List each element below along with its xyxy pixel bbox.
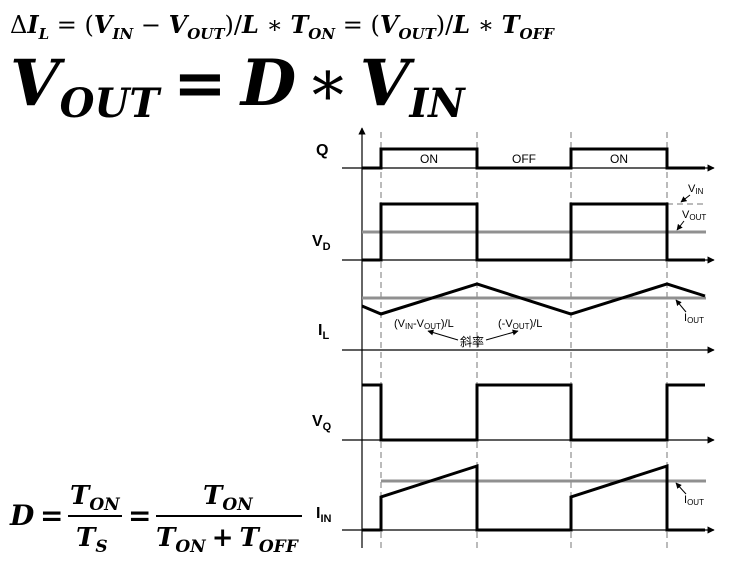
iin-waveform <box>362 463 705 532</box>
delta-il-equation: ΔIL = (VIN − VOUT)/L ∗ TON = (VOUT)/L ∗ … <box>10 10 555 43</box>
vd-waveform <box>362 202 705 262</box>
q-on-label-1: ON <box>420 152 438 166</box>
il-slope-arrow-left <box>427 329 459 341</box>
vd-label: VD <box>312 233 331 253</box>
il-slope-up-label: (VIN-VOUT)/L <box>394 318 454 331</box>
il-slope-down-label: (-VOUT)/L <box>498 318 542 331</box>
vd-vout-annotation: VOUT <box>682 209 706 222</box>
duty-den2: TON+TOFF <box>156 523 300 557</box>
duty-d: D <box>9 499 35 532</box>
iin-iout-annotation: IOUT <box>684 494 704 507</box>
il-iout-arrow <box>675 299 687 313</box>
vd-vin-arrow <box>680 194 691 203</box>
q-off-label: OFF <box>512 152 536 166</box>
il-waveform <box>361 282 706 316</box>
duty-eq2: = <box>128 499 151 532</box>
q-waveform <box>362 147 705 170</box>
vq-waveform <box>362 383 705 442</box>
duty-den1: TS <box>76 523 108 557</box>
vq-label: VQ <box>312 413 332 433</box>
vd-vin-annotation: VIN <box>688 183 704 196</box>
il-slope-arrow-right <box>485 329 519 341</box>
duty-eq1: = <box>40 499 63 532</box>
il-label: IL <box>318 322 329 342</box>
iin-label: IIN <box>316 505 332 525</box>
il-iout-annotation: IOUT <box>684 312 704 325</box>
il-slope-word: 斜率 <box>460 334 484 349</box>
q-on-label-2: ON <box>610 152 628 166</box>
duty-num1: TON <box>70 481 121 515</box>
duty-cycle-equation: D = TON TS = TON TON+TOFF <box>9 481 302 557</box>
vd-vout-arrow <box>676 220 685 231</box>
q-label: Q <box>316 142 328 159</box>
duty-num2: TON <box>203 481 254 515</box>
iin-iout-arrow <box>675 482 687 495</box>
vout-equation: VOUT=D∗VIN <box>10 46 466 127</box>
